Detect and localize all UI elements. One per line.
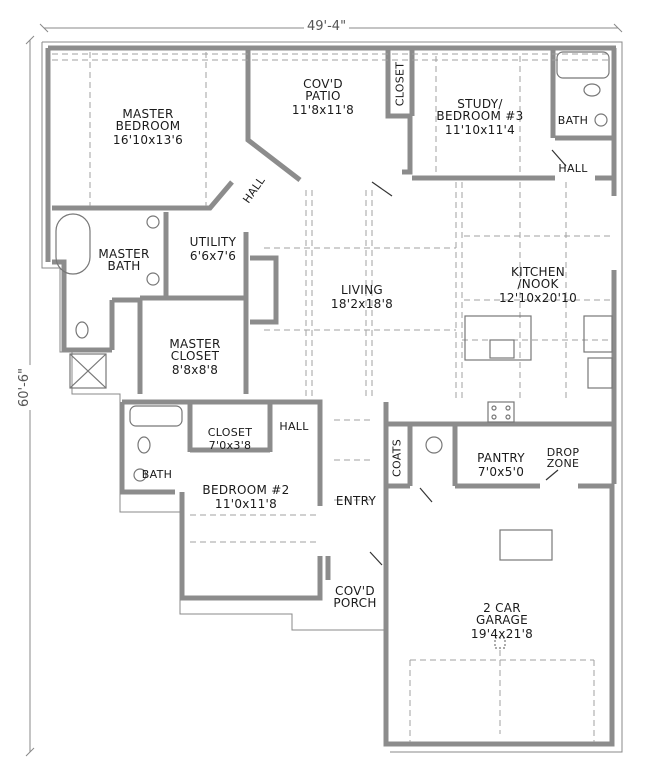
fixtures xyxy=(55,51,613,649)
bathtub-icon xyxy=(55,213,91,275)
bathtub-icon xyxy=(129,405,183,427)
sink-icon xyxy=(146,272,160,286)
room-hall-study: HALL xyxy=(558,162,588,175)
depth-dimension: 60'-6" xyxy=(17,364,33,411)
garage-opener-icon xyxy=(494,637,506,649)
shower-icon xyxy=(69,353,107,389)
room-hall-bed2: HALL xyxy=(279,420,309,433)
room-entry: ENTRY xyxy=(335,494,377,508)
sink-icon xyxy=(594,113,608,127)
sink-icon xyxy=(133,468,147,482)
toilet-icon xyxy=(583,83,601,97)
ceiling-lines xyxy=(52,52,612,742)
walls xyxy=(45,45,617,747)
doors xyxy=(369,149,567,566)
room-covd-porch: COV'D PORCH xyxy=(333,584,377,610)
kitchen-island xyxy=(464,315,532,361)
bathtub-icon xyxy=(556,51,610,79)
refrigerator-icon xyxy=(583,315,613,353)
room-drop-zone: DROP ZONE xyxy=(546,446,580,470)
range-icon xyxy=(487,401,515,423)
room-bath-2: BATH xyxy=(141,468,173,481)
garage-step xyxy=(499,529,553,561)
width-dimension: 49'-4" xyxy=(304,19,350,34)
kitchen-sink-icon xyxy=(489,339,515,359)
toilet-icon xyxy=(137,436,151,454)
room-master-bath: MASTER BATH xyxy=(98,247,150,273)
room-bath-3: BATH xyxy=(557,114,589,127)
room-coats: COATS xyxy=(390,438,404,478)
room-closet-study: CLOSET xyxy=(393,61,407,107)
water-heater-icon xyxy=(425,436,443,454)
appliance-icon xyxy=(587,357,613,389)
toilet-icon xyxy=(75,321,89,339)
sink-icon xyxy=(146,215,160,229)
